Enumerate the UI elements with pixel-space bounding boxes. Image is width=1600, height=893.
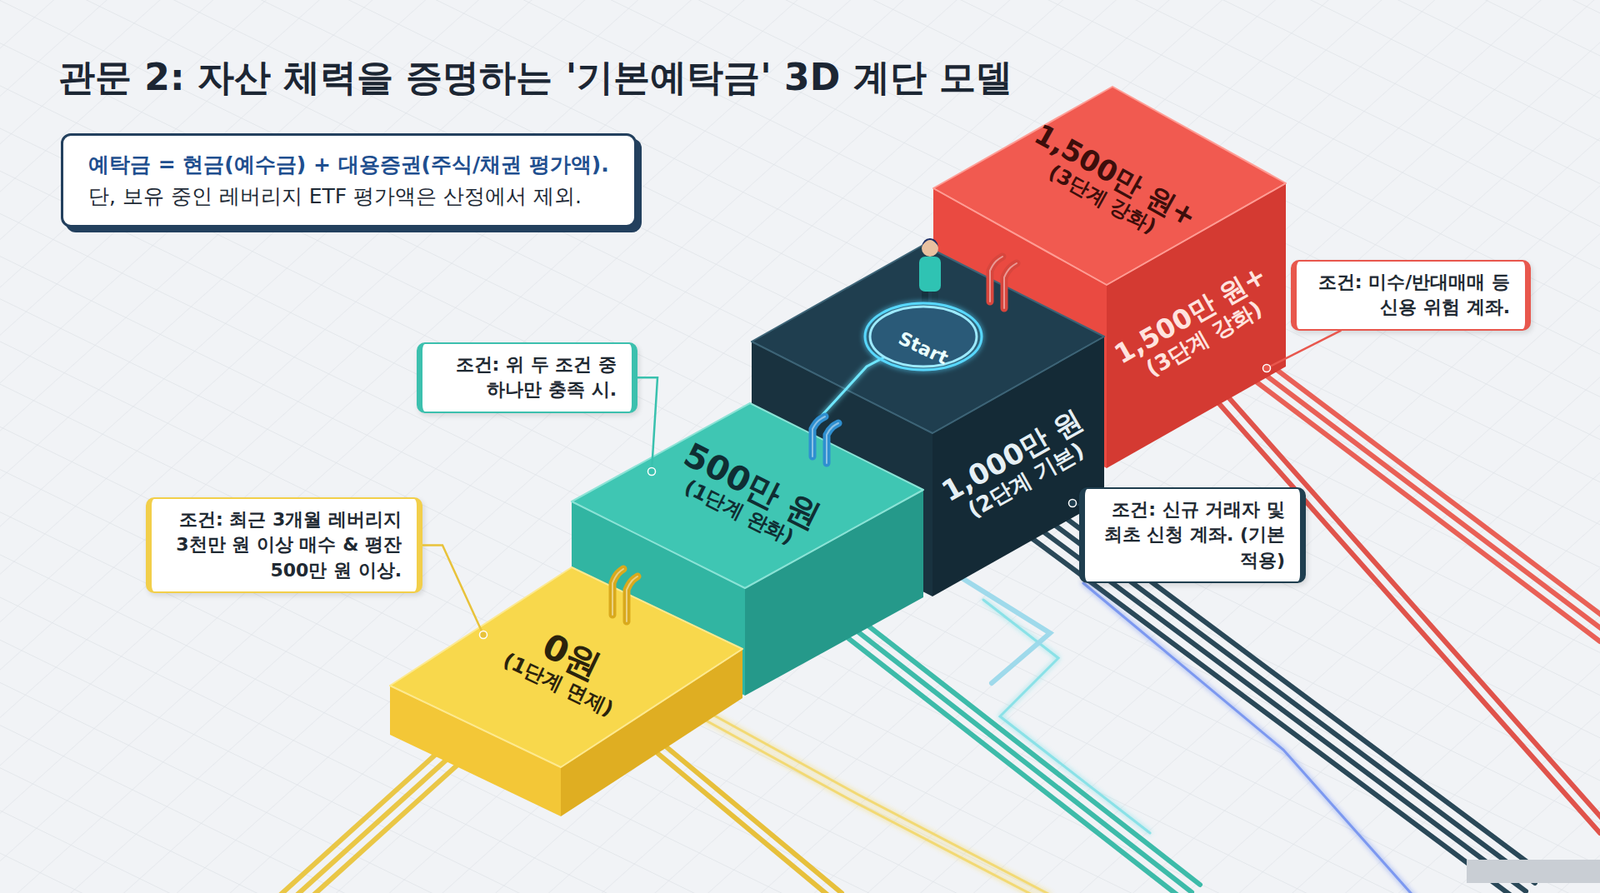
leader-line <box>1266 330 1341 369</box>
corner-bar <box>1466 860 1600 884</box>
leader-group <box>1263 330 1342 373</box>
condition-text: 조건: 신규 거래자 및 최초 신청 계좌. (기본 적용) <box>1100 497 1285 574</box>
condition-callout: 조건: 위 두 조건 중 하나만 충족 시. <box>416 342 638 414</box>
top-face <box>751 245 1105 434</box>
leader-dot <box>480 631 488 640</box>
condition-text: 조건: 최근 3개월 레버리지 3천만 원 이상 매수 & 평잔 500만 원 … <box>166 507 402 584</box>
leader-dot <box>648 468 656 476</box>
wire <box>666 747 842 893</box>
wire <box>858 618 1200 885</box>
wire <box>1208 391 1600 834</box>
top-face <box>571 403 924 589</box>
condition-callout: 조건: 미수/반대매매 등 신용 위험 계좌. <box>1290 260 1531 331</box>
wire <box>1083 583 1417 893</box>
leader-group <box>1069 500 1080 508</box>
leader-dot <box>1069 500 1077 508</box>
leader-line <box>637 377 658 472</box>
wire <box>841 633 1184 893</box>
pipe-highlight <box>612 569 624 615</box>
pipe <box>1004 263 1017 309</box>
leader-line <box>1072 503 1080 505</box>
leader-dot <box>1263 365 1271 373</box>
leader-group <box>637 377 658 475</box>
wire <box>691 703 1050 893</box>
pipe-highlight <box>826 423 839 464</box>
wire <box>1241 343 1600 627</box>
condition-callout: 조건: 신규 거래자 및 최초 신청 계좌. (기본 적용) <box>1079 487 1306 584</box>
definition-text: 단, 보유 중인 레버리지 ETF 평가액은 산정에서 제외. <box>88 180 610 213</box>
leader-line <box>422 545 484 635</box>
wire <box>290 743 482 893</box>
pipe <box>612 569 624 615</box>
condition-text: 조건: 위 두 조건 중 하나만 충족 시. <box>437 352 617 404</box>
top-face <box>933 86 1286 285</box>
definition-box: 예탁금 = 현금(예수금) + 대용증권(주식/채권 평가액).단, 보유 중인… <box>60 133 637 228</box>
diagram-title: 관문 2: 자산 체력을 증명하는 '기본예탁금' 3D 계단 모델 <box>58 53 1013 103</box>
start-marker: Start <box>853 290 994 384</box>
definition-text: 예탁금 = 현금(예수금) + 대용증권(주식/채권 평가액). <box>88 149 610 181</box>
pipe-highlight <box>1004 263 1017 309</box>
leader-group <box>422 545 488 640</box>
pipe <box>626 576 638 622</box>
top-face <box>390 567 743 768</box>
wire <box>1216 384 1600 826</box>
stair-block: 0원(1단계 면제) <box>390 567 743 817</box>
wire <box>1025 533 1517 893</box>
condition-callout: 조건: 최근 3개월 레버리지 3천만 원 이상 매수 & 평잔 500만 원 … <box>145 497 423 594</box>
wire <box>983 600 1150 834</box>
pipe <box>826 423 839 464</box>
wire <box>850 625 1192 893</box>
condition-text: 조건: 미수/반대매매 등 신용 위험 계좌. <box>1311 270 1510 321</box>
pipe-highlight <box>626 576 638 622</box>
